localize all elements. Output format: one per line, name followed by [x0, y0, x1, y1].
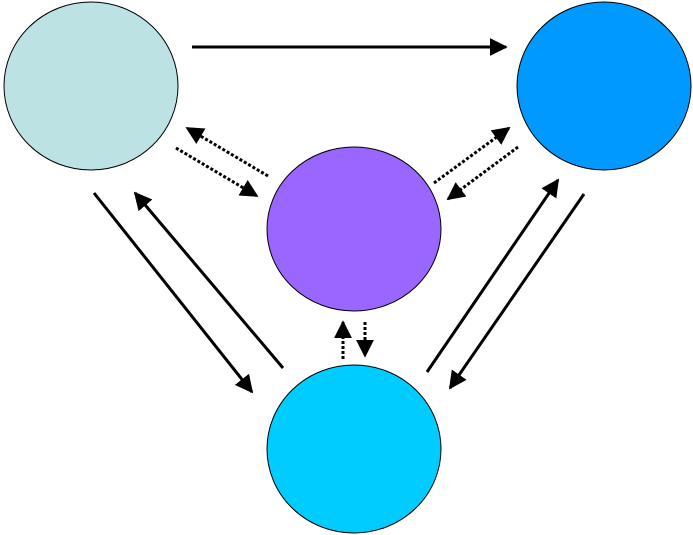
nodes-layer	[3, 1, 692, 534]
node-center	[266, 146, 442, 312]
node-top-right	[516, 1, 692, 171]
arrow-top-right-to-center	[446, 145, 519, 201]
arrow-bottom-to-top-left	[133, 191, 285, 369]
arrow-top-right-to-bottom	[448, 193, 586, 390]
node-bottom	[266, 364, 442, 534]
arrow-top-left-to-bottom	[92, 192, 254, 394]
arrow-bottom-to-top-right	[425, 178, 560, 373]
arrow-top-left-to-center	[175, 146, 259, 198]
edges-layer	[92, 38, 586, 394]
arrow-center-to-top-right	[433, 126, 511, 185]
arrow-center-to-top-left	[185, 126, 269, 178]
node-top-left	[3, 1, 179, 171]
